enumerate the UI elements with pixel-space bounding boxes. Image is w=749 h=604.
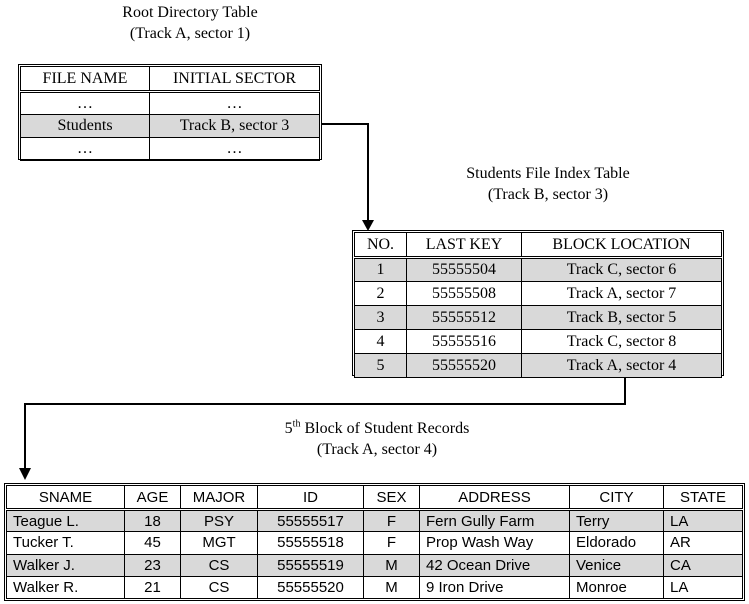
title-text: Block of Student Records <box>300 420 470 437</box>
arrow-index-to-block-head <box>19 468 31 480</box>
cell-last-key: 55555516 <box>406 329 522 354</box>
table-row: 3 55555512 Track B, sector 5 <box>354 305 722 330</box>
cell-block-location: Track A, sector 4 <box>521 353 722 378</box>
cell-no: 1 <box>354 257 407 282</box>
table-row: Walker J. 23 CS 55555519 M 42 Ocean Driv… <box>6 553 743 577</box>
cell-sex: F <box>363 531 420 555</box>
header-row: FILE NAME INITIAL SECTOR <box>20 66 320 93</box>
index-table-title-line2: (Track B, sector 3) <box>487 186 609 203</box>
cell-block-location: Track A, sector 7 <box>521 281 722 306</box>
cell-block-location: Track C, sector 8 <box>521 329 722 354</box>
cell-major: CS <box>180 553 258 577</box>
cell-no: 4 <box>354 329 407 354</box>
cell-state: LA <box>663 508 743 533</box>
root-directory-table: FILE NAME INITIAL SECTOR … … Students Tr… <box>18 64 322 161</box>
cell-sex: M <box>363 575 420 600</box>
table-row: … … <box>20 137 320 161</box>
column-header: BLOCK LOCATION <box>521 232 722 259</box>
column-header: ID <box>257 485 364 511</box>
cell-city: Monroe <box>569 575 664 600</box>
cell-address: 9 Iron Drive <box>419 575 570 600</box>
table-row-students: Students Track B, sector 3 <box>20 114 320 138</box>
cell-last-key: 55555520 <box>406 353 522 378</box>
root-table-title: Root Directory Table (Track A, sector 1) <box>40 2 340 44</box>
root-table-title-line1: Root Directory Table <box>122 4 258 21</box>
cell-last-key: 55555504 <box>406 257 522 282</box>
records-table-title-line2: (Track A, sector 4) <box>316 441 438 458</box>
arrow-root-to-index-line <box>322 123 369 222</box>
column-header: AGE <box>124 485 181 511</box>
cell-age: 18 <box>124 508 181 533</box>
cell-no: 3 <box>354 305 407 330</box>
column-header: ADDRESS <box>419 485 570 511</box>
table-row: 2 55555508 Track A, sector 7 <box>354 281 722 306</box>
cell-address: Prop Wash Way <box>419 531 570 555</box>
title-ordinal-suffix: th <box>292 418 301 430</box>
column-header: NO. <box>354 232 407 259</box>
table-row: 5 55555520 Track A, sector 4 <box>354 353 722 378</box>
cell-major: CS <box>180 575 258 600</box>
cell-city: Terry <box>569 508 664 533</box>
table-row: 1 55555504 Track C, sector 6 <box>354 257 722 282</box>
root-table-title-line2: (Track A, sector 1) <box>129 25 251 42</box>
cell-state: LA <box>663 575 743 600</box>
cell-last-key: 55555508 <box>406 281 522 306</box>
column-header: CITY <box>569 485 664 511</box>
cell-age: 23 <box>124 553 181 577</box>
column-header: LAST KEY <box>406 232 522 259</box>
cell-id: 55555519 <box>257 553 364 577</box>
column-header: SNAME <box>6 485 125 511</box>
cell-block-location: Track B, sector 5 <box>521 305 722 330</box>
cell-initial-sector: … <box>149 137 320 161</box>
cell-block-location: Track C, sector 6 <box>521 257 722 282</box>
cell-id: 55555520 <box>257 575 364 600</box>
cell-state: CA <box>663 553 743 577</box>
cell-major: PSY <box>180 508 258 533</box>
title-number: 5 <box>284 420 293 437</box>
cell-age: 45 <box>124 531 181 555</box>
cell-file-name: … <box>20 137 150 161</box>
cell-major: MGT <box>180 531 258 555</box>
cell-id: 55555518 <box>257 531 364 555</box>
cell-initial-sector: … <box>149 91 320 115</box>
header-row: SNAME AGE MAJOR ID SEX ADDRESS CITY STAT… <box>6 485 743 511</box>
column-header: INITIAL SECTOR <box>149 66 320 93</box>
column-header: FILE NAME <box>20 66 150 93</box>
cell-age: 21 <box>124 575 181 600</box>
cell-id: 55555517 <box>257 508 364 533</box>
cell-file-name: … <box>20 91 150 115</box>
cell-last-key: 55555512 <box>406 305 522 330</box>
table-row: … … <box>20 91 320 115</box>
cell-initial-sector: Track B, sector 3 <box>149 114 320 138</box>
cell-sname: Tucker T. <box>6 531 125 555</box>
cell-city: Eldorado <box>569 531 664 555</box>
cell-sname: Teague L. <box>6 508 125 533</box>
table-row: Tucker T. 45 MGT 55555518 F Prop Wash Wa… <box>6 531 743 555</box>
cell-address: Fern Gully Farm <box>419 508 570 533</box>
cell-no: 5 <box>354 353 407 378</box>
table-row: 4 55555516 Track C, sector 8 <box>354 329 722 354</box>
cell-state: AR <box>663 531 743 555</box>
table-row: Walker R. 21 CS 55555520 M 9 Iron Drive … <box>6 575 743 600</box>
index-table-title-line1: Students File Index Table <box>466 165 630 182</box>
cell-no: 2 <box>354 281 407 306</box>
column-header: STATE <box>663 485 743 511</box>
cell-address: 42 Ocean Drive <box>419 553 570 577</box>
cell-sex: M <box>363 553 420 577</box>
cell-city: Venice <box>569 553 664 577</box>
records-table-title: 5th Block of Student Records (Track A, s… <box>227 418 527 460</box>
records-table-title-line1: 5th Block of Student Records <box>227 418 527 439</box>
table-row: Teague L. 18 PSY 55555517 F Fern Gully F… <box>6 508 743 533</box>
index-table-title: Students File Index Table (Track B, sect… <box>398 163 698 205</box>
cell-file-name: Students <box>20 114 150 138</box>
students-file-index-table: NO. LAST KEY BLOCK LOCATION 1 55555504 T… <box>352 230 724 378</box>
column-header: MAJOR <box>180 485 258 511</box>
column-header: SEX <box>363 485 420 511</box>
cell-sname: Walker R. <box>6 575 125 600</box>
student-records-table: SNAME AGE MAJOR ID SEX ADDRESS CITY STAT… <box>4 483 745 601</box>
cell-sname: Walker J. <box>6 553 125 577</box>
header-row: NO. LAST KEY BLOCK LOCATION <box>354 232 722 259</box>
cell-sex: F <box>363 508 420 533</box>
